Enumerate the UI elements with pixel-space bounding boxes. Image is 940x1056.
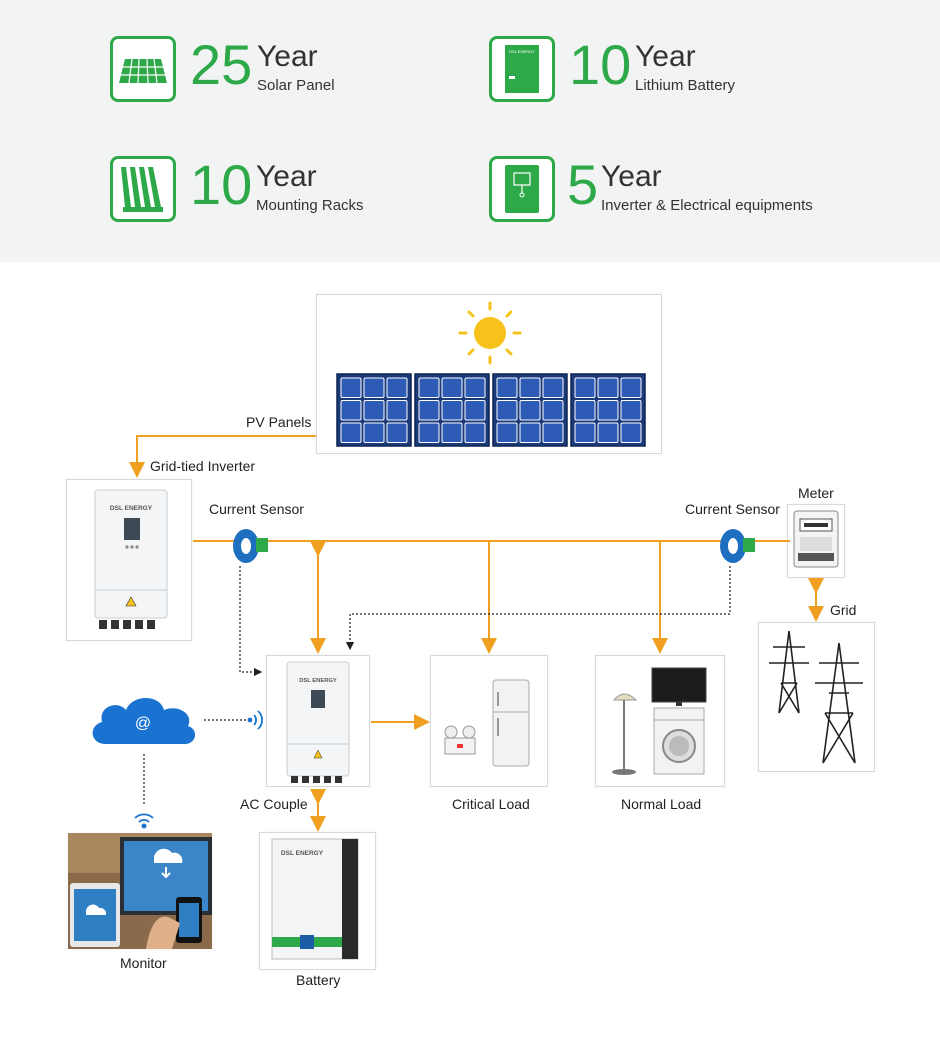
battery-label: Battery [296, 972, 341, 988]
battery-brand-mark: DSL ENERGY [509, 49, 535, 54]
lithium-battery-icon: DSL ENERGY [489, 36, 555, 102]
monitor-card [68, 833, 212, 949]
solar-panels-icon [336, 373, 646, 447]
battery-card-brand-mark: DSL ENERGY [281, 850, 324, 857]
ac-couple-card: DSL ENERGY [266, 655, 370, 787]
warranty-mounting-racks: 10 Year Mounting Racks [110, 153, 390, 226]
wifi-icon-monitor [134, 813, 154, 829]
pv-to-inverter-line [129, 435, 316, 478]
mounting-racks-icon [110, 156, 176, 222]
warranty-unit: Year [256, 160, 317, 193]
meter-label: Meter [798, 485, 834, 501]
battery-card: DSL ENERGY [259, 832, 376, 970]
tablet-icon [70, 883, 120, 947]
current-sensor-right-icon [720, 529, 755, 563]
wifi-icon-ac-couple [247, 710, 263, 730]
warranty-inverter: 5 Year Inverter & Electrical equipments [489, 153, 849, 226]
meter-card [787, 504, 845, 578]
critical-load-label: Critical Load [452, 796, 530, 812]
grid-label: Grid [830, 602, 857, 618]
emergency-light-icon [444, 725, 476, 755]
inverter-brand-mark: DSL ENERGY [110, 505, 153, 512]
warranty-number: 25 [190, 33, 253, 96]
monitor-label: Monitor [120, 955, 167, 971]
laptop-icon [120, 837, 212, 915]
warranty-label: Inverter & Electrical equipments [601, 197, 813, 214]
warranty-label: Lithium Battery [635, 77, 736, 94]
tv-icon [651, 667, 707, 706]
pv-panels-label: PV Panels [246, 414, 312, 430]
phone-icon [176, 897, 202, 943]
critical-load-card [430, 655, 548, 787]
cloud-icon: @ [86, 690, 202, 752]
warranty-number: 5 [567, 153, 599, 216]
warranty-unit: Year [257, 40, 318, 73]
ac-couple-brand-mark: DSL ENERGY [299, 678, 337, 684]
current-sensor-left-icon [233, 529, 268, 563]
current-sensor-left-label: Current Sensor [209, 501, 304, 517]
cloud-at-symbol: @ [135, 715, 151, 732]
power-tower-icon [769, 630, 863, 764]
warranty-label: Mounting Racks [256, 197, 364, 214]
warranty-number: 10 [569, 33, 632, 96]
refrigerator-icon [492, 679, 530, 767]
normal-load-label: Normal Load [621, 796, 702, 812]
warranty-unit: Year [635, 40, 696, 73]
left-sensor-signal-line [239, 566, 263, 677]
grid-tied-inverter-label: Grid-tied Inverter [150, 458, 256, 474]
right-sensor-signal-line [345, 566, 731, 651]
warranty-number: 10 [190, 153, 253, 216]
warranty-lithium-battery: DSL ENERGY 10 Year Lithium Battery [489, 33, 789, 106]
grid-tied-inverter-card: DSL ENERGY [66, 479, 192, 641]
warranty-solar-panel: 25 Year Solar Panel [110, 33, 350, 106]
sun-icon [458, 301, 522, 365]
washing-machine-icon [653, 707, 705, 775]
grid-card [758, 622, 875, 772]
warranty-unit: Year [601, 160, 662, 193]
current-sensor-right-label: Current Sensor [685, 501, 780, 517]
floor-lamp-icon [612, 693, 638, 775]
normal-load-card [595, 655, 725, 787]
warranty-label: Solar Panel [257, 77, 335, 94]
ac-couple-label: AC Couple [240, 796, 308, 812]
pv-panels-card [316, 294, 662, 454]
inverter-icon [489, 156, 555, 222]
solar-panel-icon [110, 36, 176, 102]
